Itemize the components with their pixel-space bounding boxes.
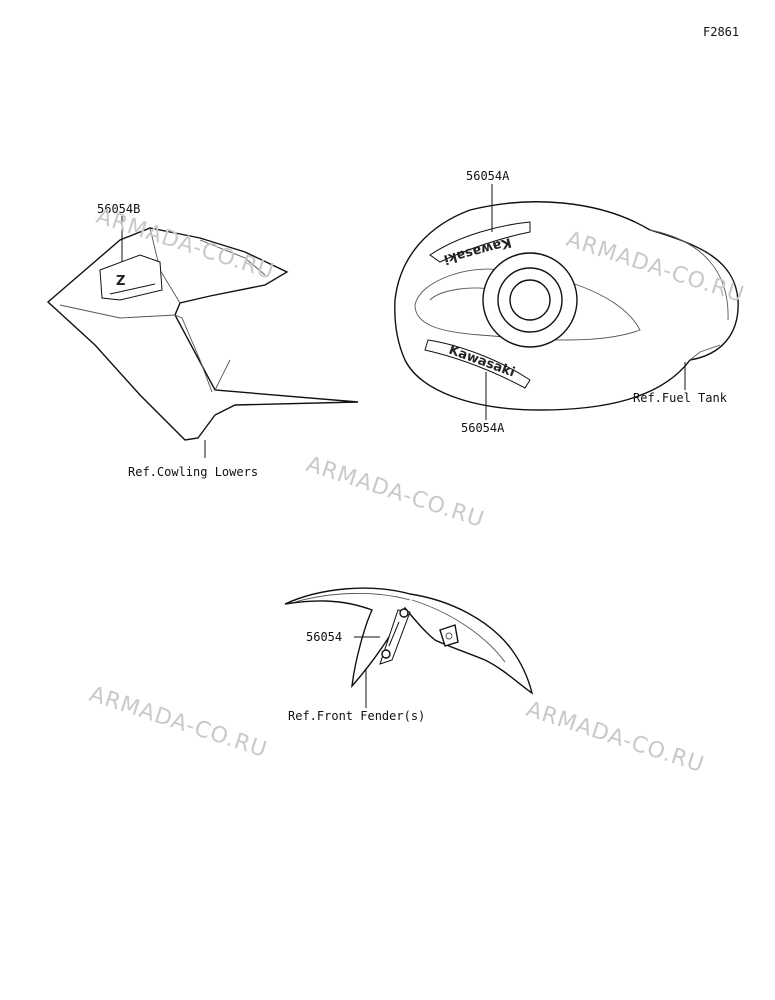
- fuel-tank-part: Kawasaki Kawasaki: [394, 184, 739, 420]
- z-logo-letter: Z: [116, 274, 125, 289]
- watermark: ARMADA-CO.RU: [523, 697, 707, 778]
- watermark: ARMADA-CO.RU: [86, 682, 270, 763]
- label-ref-fuel-tank: Ref.Fuel Tank: [633, 391, 728, 405]
- label-56054a-bottom: 56054A: [461, 421, 505, 435]
- label-ref-cowling-lowers: Ref.Cowling Lowers: [128, 465, 258, 479]
- z-decal: Z: [99, 254, 163, 301]
- label-56054: 56054: [306, 630, 342, 644]
- watermark: ARMADA-CO.RU: [303, 452, 487, 533]
- label-ref-front-fender: Ref.Front Fender(s): [288, 709, 425, 723]
- fender-decal: [379, 608, 411, 665]
- fuel-cap: [482, 252, 578, 348]
- front-fender-part: [284, 587, 534, 708]
- label-56054b: 56054B: [97, 202, 140, 216]
- label-56054a-top: 56054A: [466, 169, 510, 183]
- figure-code: F2861: [703, 25, 739, 39]
- cowling-lower-part: Z: [46, 216, 359, 458]
